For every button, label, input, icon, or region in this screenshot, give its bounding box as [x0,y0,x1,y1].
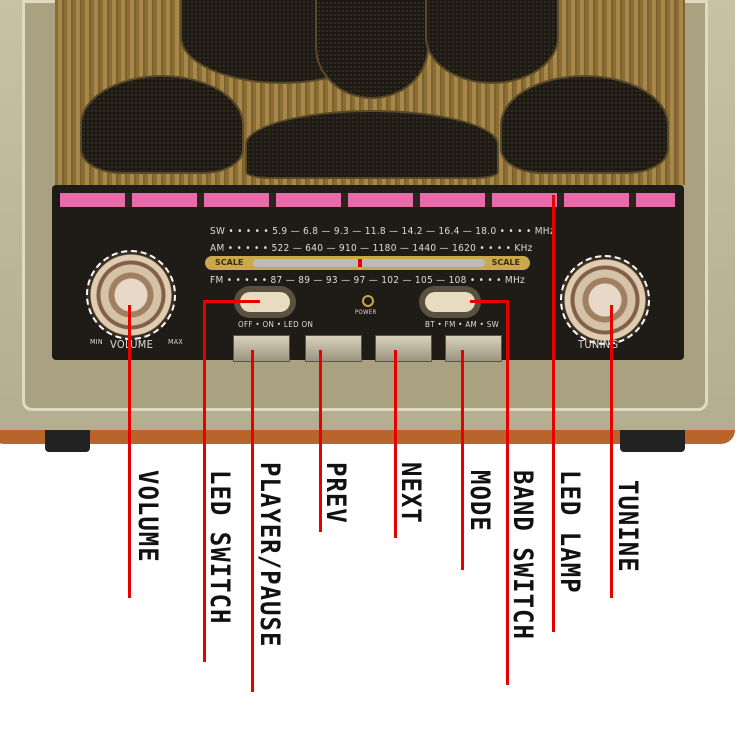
player-pause-annotation: PLAYER/PAUSE [254,462,286,648]
power-indicator [362,295,374,307]
foot [45,430,90,452]
mode-button[interactable] [445,335,502,362]
led-lamp-strip [60,193,675,207]
scale-label: SCALE [491,258,520,267]
power-label: POWER [355,309,377,316]
tuning-annotation: TUNINE [612,480,644,573]
speaker-grille [245,110,499,179]
led-lamp-pointer-line [552,195,555,632]
band-switch-pointer-line [470,300,509,303]
volume-knob[interactable] [86,250,176,340]
led-switch-pointer-line [203,300,206,662]
band-switch-pointer-line [506,300,509,685]
led-switch-pointer-line [203,300,260,303]
band-switch-annotation: BAND SWITCH [507,470,539,640]
prev-pointer-line [319,350,322,532]
player-pause-button[interactable] [233,335,290,362]
scale-label: SCALE [215,258,244,267]
sw-scale: SW • • • • • 5.9 — 6.8 — 9.3 — 11.8 — 14… [210,226,555,237]
led-switch-annotation: LED SWITCH [204,470,236,625]
speaker-grille [80,75,244,174]
speaker-grille [425,0,559,84]
next-pointer-line [394,350,397,538]
prev-annotation: PREV [320,462,352,524]
speaker-grille [315,0,429,99]
player-pause-pointer-line [251,350,254,692]
am-scale: AM • • • • • 522 — 640 — 910 — 1180 — 14… [210,243,533,254]
volume-pointer-line [128,305,131,598]
band-switch-label: BT • FM • AM • SW [425,320,500,329]
volume-max-label: MAX [168,338,183,346]
foot [620,430,685,452]
volume-label: VOLUME [110,338,154,351]
led-lamp-annotation: LED LAMP [554,470,586,594]
led-switch-label: OFF • ON • LED ON [238,320,314,329]
tuning-scale: SCALE SCALE [205,256,530,270]
mode-pointer-line [461,350,464,570]
speaker-grille [500,75,669,174]
scale-pointer [358,259,362,267]
tuning-pointer-line [610,305,613,598]
volume-min-label: MIN [90,338,103,346]
prev-button[interactable] [305,335,362,362]
volume-annotation: VOLUME [132,470,164,563]
mode-annotation: MODE [464,470,496,532]
tuning-knob[interactable] [560,255,650,345]
wood-grille [55,0,685,185]
next-button[interactable] [375,335,432,362]
scale-track [253,259,485,267]
next-annotation: NEXT [395,462,427,524]
band-switch[interactable] [425,292,475,312]
tuning-label: TUNING [578,338,619,351]
fm-scale: FM • • • • • 87 — 89 — 93 — 97 — 102 — 1… [210,275,526,286]
led-switch[interactable] [240,292,290,312]
